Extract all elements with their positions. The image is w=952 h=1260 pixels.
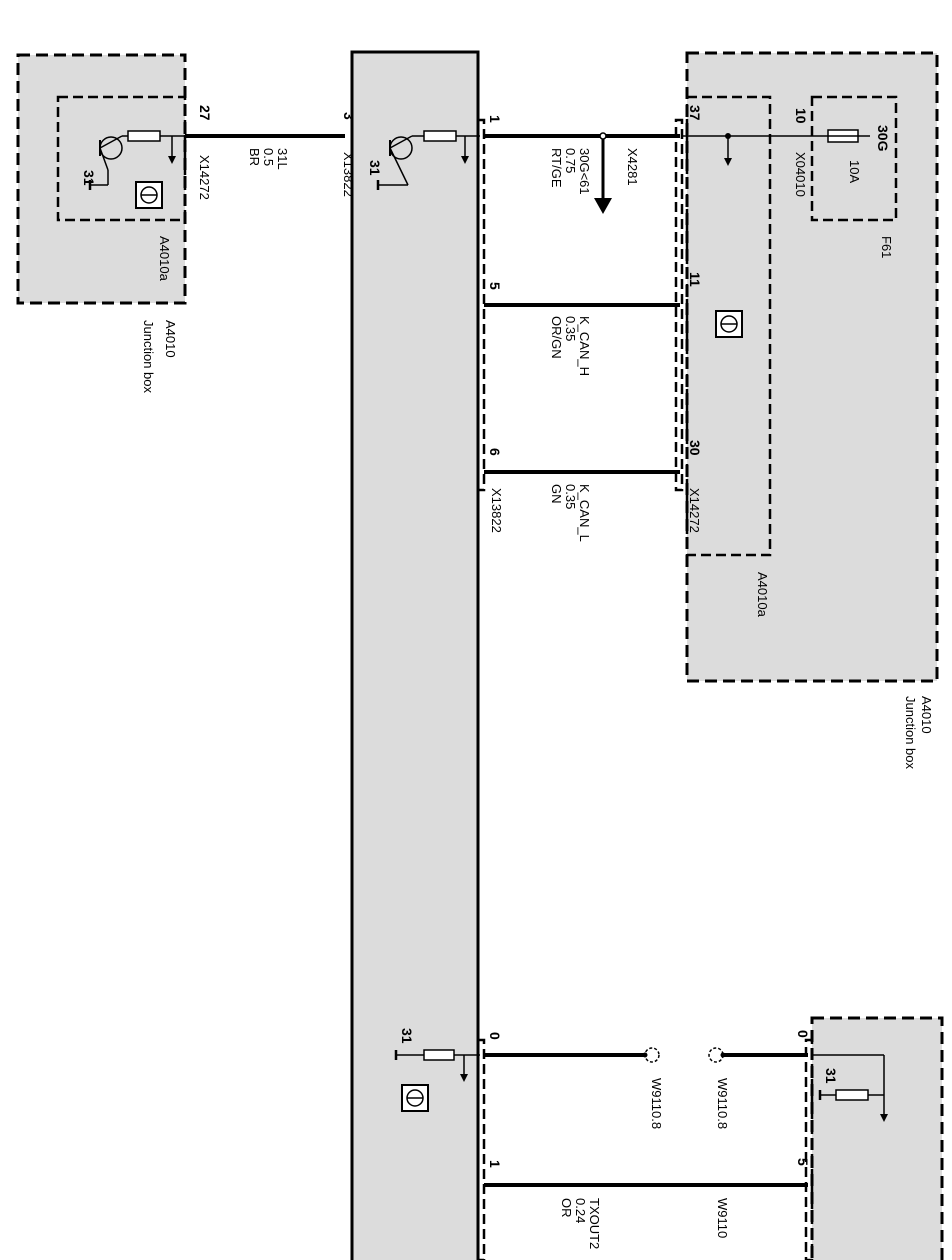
bottom-wire-b-label: W9110.8	[715, 1078, 730, 1129]
wire-30g-connector: X4281	[625, 148, 640, 186]
wire-kcan-h[interactable]: K_CAN_H 0.35 OR/GN	[484, 303, 680, 376]
module-bottom-symbol-icon	[401, 1084, 429, 1112]
wire-31l-size: 0.5	[261, 148, 276, 166]
module-connector-top: X13822	[341, 152, 356, 197]
wire-30g-size: 0.75	[563, 148, 578, 173]
module-pin-3: 3	[341, 112, 357, 120]
module-ground-top: 31	[367, 160, 383, 176]
right-sub-label: A4010a	[755, 572, 770, 618]
fuse-supply-label: 30G	[875, 125, 891, 152]
kcanl-signal: K_CAN_L	[577, 484, 592, 542]
module-symbol-icon	[135, 181, 163, 209]
left-junction-box[interactable]: 31 A4010a 27 X14272	[16, 53, 213, 305]
txout-color: OR	[559, 1198, 574, 1218]
right-module-symbol-icon	[715, 310, 743, 338]
module-connector-mid: X13822	[489, 488, 504, 533]
right-box-name: A4010	[919, 696, 934, 734]
wire-31l-signal: 31L	[275, 148, 290, 170]
ground-icon	[88, 180, 108, 190]
wire-30g-color: RT/GE	[549, 148, 564, 188]
right-junction-box[interactable]: 37 11 30 X14272 10 X04010 30G 10A F61 A4…	[674, 51, 939, 683]
left-ground-label: 31	[81, 170, 97, 186]
wire-30g-signal: 30G<61	[577, 148, 592, 195]
module-ground-bottom: 31	[399, 1028, 415, 1044]
kcanh-signal: K_CAN_H	[577, 316, 592, 376]
right-pin-10: 10	[793, 108, 809, 124]
left-box-name: A4010	[163, 320, 178, 358]
bottom-wire-txout2[interactable]: TXOUT2 0.24 OR W9110	[484, 1183, 808, 1249]
bottom-wire-w9110-8[interactable]: W9110.8 W9110.8	[484, 1047, 808, 1129]
module-transistor-icon	[376, 130, 480, 190]
kcanh-color: OR/GN	[549, 316, 564, 359]
bottom-right-pin-0: 0	[795, 1030, 811, 1038]
kcanl-size: 0.35	[563, 484, 578, 509]
left-pin-27: 27	[197, 105, 213, 121]
left-box-desc: Junction box	[141, 320, 156, 393]
right-connector-a: X04010	[793, 152, 808, 197]
kcanl-color: GN	[549, 484, 564, 504]
transistor-icon	[99, 130, 185, 185]
wire-kcan-l[interactable]: K_CAN_L 0.35 GN	[484, 470, 680, 542]
ground-arrow-icon	[724, 158, 732, 166]
bottom-right-ground: 31	[823, 1068, 839, 1084]
txout-signal: TXOUT2	[587, 1198, 602, 1249]
txout-size: 0.24	[573, 1198, 588, 1223]
fuse-icon	[812, 129, 870, 143]
module-pin-1: 1	[487, 115, 503, 123]
wire-31l[interactable]: 31L 0.5 BR	[185, 134, 345, 170]
kcanh-size: 0.35	[563, 316, 578, 341]
arrow-down-icon	[594, 198, 612, 214]
bottom-wire-a-label: W9110.8	[649, 1078, 664, 1129]
right-connector-b: X14272	[687, 488, 702, 533]
wire-31l-color: BR	[247, 148, 262, 166]
central-module[interactable]: 3 X13822 31 1 5 6 X13822 31	[341, 50, 504, 1260]
left-sub-label: A4010a	[157, 236, 172, 282]
right-pin-30: 30	[687, 440, 703, 456]
right-pin-37: 37	[687, 105, 703, 121]
module-pin-1b: 1	[487, 1160, 503, 1168]
bottom-right-box[interactable]: 0 5 31	[795, 1016, 944, 1260]
right-pin-11: 11	[687, 272, 703, 287]
left-connector-label: X14272	[197, 155, 212, 200]
bottom-right-pin-5: 5	[795, 1158, 811, 1166]
wire-30g[interactable]: 30G<61 0.75 RT/GE X4281	[484, 132, 680, 214]
module-pin-6: 6	[487, 448, 503, 456]
right-box-desc: Junction box	[903, 696, 918, 769]
module-pin-0: 0	[487, 1032, 503, 1040]
bottom-wire-c-label: W9110	[715, 1198, 730, 1238]
bottom-right-resistor-icon	[812, 1054, 888, 1122]
module-pin-5: 5	[487, 282, 503, 290]
fuse-rating-label: 10A	[847, 160, 862, 183]
fuse-name-label: F61	[879, 236, 894, 258]
module-bottom-resistor-icon	[394, 1049, 480, 1082]
